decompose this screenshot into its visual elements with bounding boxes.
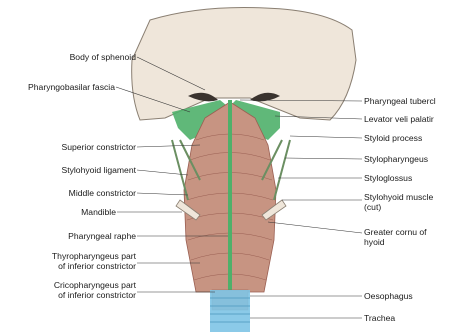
label-thyropharyngeus-line2: of inferior constrictor [58, 261, 136, 271]
label-styloid-process: Styloid process [364, 133, 422, 143]
trachea-shape [210, 290, 250, 332]
label-middle-constrictor: Middle constrictor [69, 188, 136, 198]
labels-right: Pharyngeal tubercl Levator veli palatir … [364, 96, 436, 323]
label-trachea: Trachea [364, 313, 395, 323]
label-body-of-sphenoid: Body of sphenoid [70, 52, 137, 62]
label-pharyngeal-tubercle: Pharyngeal tubercl [364, 96, 436, 106]
label-pharyngeal-raphe: Pharyngeal raphe [68, 231, 136, 241]
label-styloglossus: Styloglossus [364, 173, 412, 183]
label-greater-cornu-line1: Greater cornu of [364, 227, 427, 237]
label-cricopharyngeus-line1: Cricopharyngeus part [54, 280, 137, 290]
label-oesophagus: Oesophagus [364, 291, 413, 301]
label-mandible: Mandible [81, 207, 116, 217]
label-levator-veli-palatini: Levator veli palatir [364, 114, 434, 124]
label-stylohyoid-muscle-line2: (cut) [364, 202, 381, 212]
label-stylopharyngeus: Stylopharyngeus [364, 154, 428, 164]
label-cricopharyngeus-line2: of inferior constrictor [58, 290, 136, 300]
label-stylohyoid-muscle-line1: Stylohyoid muscle [364, 192, 433, 202]
pharyngeal-raphe-line [228, 100, 232, 295]
label-pharyngobasilar-fascia: Pharyngobasilar fascia [28, 82, 115, 92]
label-thyropharyngeus-line1: Thyropharyngeus part [52, 251, 137, 261]
label-stylohyoid-ligament: Stylohyoid ligament [61, 165, 136, 175]
labels-left: Body of sphenoid Pharyngobasilar fascia … [28, 52, 137, 300]
label-greater-cornu-line2: hyoid [364, 237, 385, 247]
label-superior-constrictor: Superior constrictor [61, 142, 136, 152]
